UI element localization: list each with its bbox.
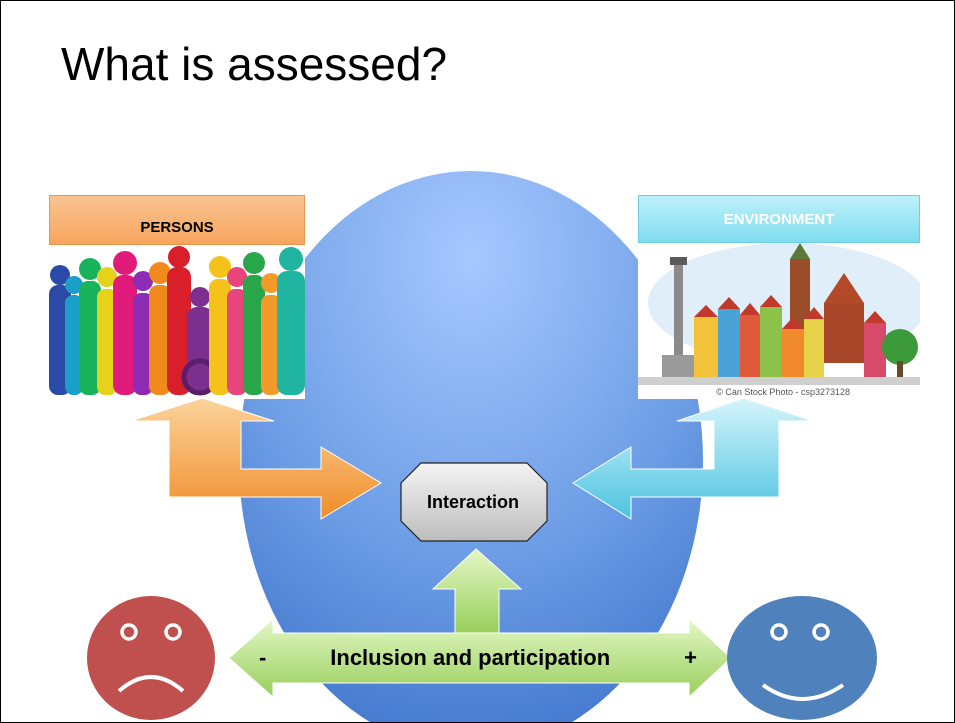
persons-label: PERSONS [49, 195, 305, 245]
slide-title: What is assessed? [61, 38, 448, 90]
people-silhouettes-image [49, 246, 305, 396]
environment-label: ENVIRONMENT [638, 195, 920, 243]
happy-face-icon [727, 596, 877, 720]
sad-face-icon [87, 596, 215, 720]
photo-credit: © Can Stock Photo - csp3273128 [716, 387, 850, 397]
old-town-city-image [638, 243, 920, 399]
interaction-label: Interaction [426, 491, 519, 512]
interaction-octagon [400, 462, 548, 542]
scale-plus: + [684, 645, 697, 670]
scale-text: Inclusion and participation [330, 645, 611, 670]
scale-minus: - [259, 645, 267, 670]
persons-arrow [130, 397, 382, 520]
environment-photo: © Can Stock Photo - csp3273128 [638, 243, 920, 399]
persons-photo [49, 245, 305, 399]
inclusion-scale-label: - Inclusion and participation + [233, 633, 731, 683]
environment-arrow [572, 397, 814, 520]
central-circle [239, 171, 703, 722]
